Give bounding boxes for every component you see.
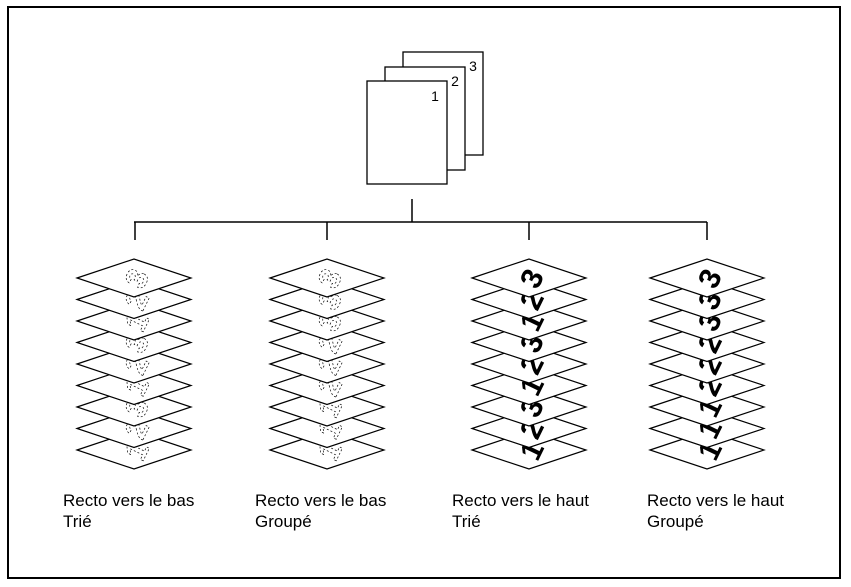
sheet-outline [470, 258, 588, 298]
label-line-1: Recto vers le haut [452, 491, 590, 510]
sheet: 3 [268, 301, 386, 341]
sheet-outline [648, 258, 766, 298]
label-line-1: Recto vers le haut [647, 491, 785, 510]
page-number-1: 1 [431, 88, 439, 104]
label-line-2: Trié [63, 512, 92, 531]
sheet: 1 [648, 430, 766, 470]
page-number-2: 2 [451, 73, 459, 89]
label-face-up-sorted: Recto vers le haut Trié [452, 490, 589, 532]
sheet: 3 [470, 258, 588, 298]
connector-tree [134, 199, 708, 240]
label-face-up-grouped: Recto vers le haut Groupé [647, 490, 784, 532]
sheet-outline [75, 258, 193, 298]
sheet: 3 [268, 258, 386, 298]
sheet: 1 [648, 408, 766, 449]
sheet: 3 [648, 258, 766, 298]
page-number-3: 3 [469, 58, 477, 74]
label-line-1: Recto vers le bas [255, 491, 387, 510]
label-line-2: Groupé [647, 512, 704, 531]
label-face-down-grouped: Recto vers le bas Groupé [255, 490, 386, 532]
label-line-2: Trié [452, 512, 481, 531]
sheet-outline [268, 258, 386, 298]
original-document: 3 2 1 [366, 51, 484, 185]
diagram-frame [7, 6, 841, 579]
page-1 [366, 80, 448, 185]
label-line-1: Recto vers le bas [63, 491, 195, 510]
label-face-down-sorted: Recto vers le bas Trié [63, 490, 194, 532]
label-line-2: Groupé [255, 512, 312, 531]
sheet: 3 [75, 258, 193, 298]
